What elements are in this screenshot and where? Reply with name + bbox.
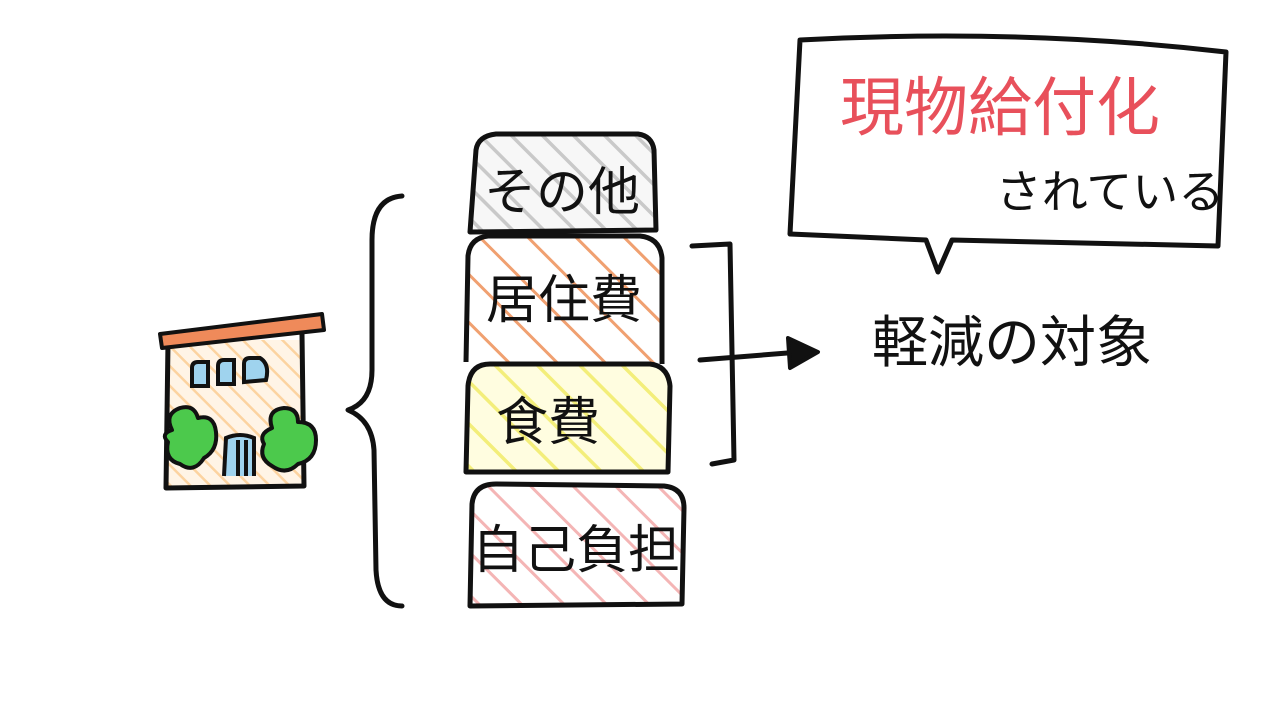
cost-stack: その他 居住費 食費 自己負担	[463, 131, 687, 609]
stack-label-food: 食費	[496, 393, 600, 453]
speech-bubble: 現物給付化 されている	[787, 33, 1229, 275]
target-label: 軽減の対象	[872, 311, 1152, 376]
window-icon	[190, 356, 270, 388]
stack-box-other: その他	[467, 131, 659, 235]
tree-icon	[162, 405, 318, 473]
door-icon	[222, 433, 256, 477]
bubble-sub-text: されている	[996, 165, 1225, 219]
stack-box-housing: 居住費	[463, 233, 665, 364]
curly-brace	[345, 193, 405, 609]
building-icon	[158, 312, 326, 491]
stack-label-housing: 居住費	[486, 271, 642, 331]
right-bracket	[689, 241, 737, 467]
arrow-right-icon	[697, 336, 820, 370]
stack-box-self-pay: 自己負担	[467, 481, 687, 609]
stack-label-other: その他	[484, 163, 640, 223]
stack-label-self-pay: 自己負担	[472, 521, 680, 581]
bubble-main-text: 現物給付化	[840, 72, 1160, 146]
stack-box-food: 食費	[463, 361, 673, 475]
